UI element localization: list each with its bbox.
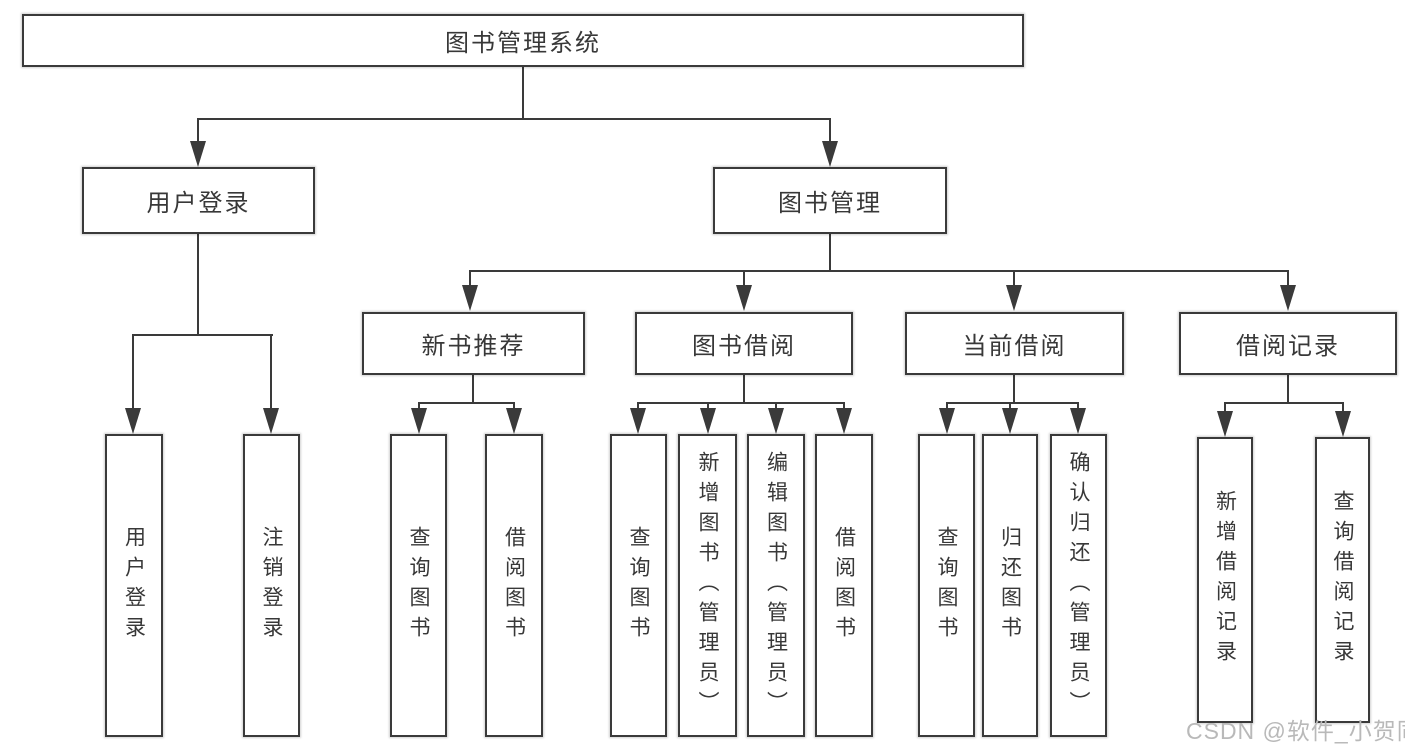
leaf-logout: 注销登录 [243,434,300,737]
connector-line [469,270,1289,272]
connector-line [829,118,831,146]
connector-line [418,402,515,404]
leaf-query-borrow-record: 查询借阅记录 [1315,437,1370,723]
node-label: 借阅记录 [1236,333,1340,360]
arrowhead-icon [822,141,838,167]
arrowhead-icon [1006,285,1022,311]
node-label: 新增借阅记录 [1213,490,1237,670]
leaf-confirm-return-admin: 确认归还（管理员） [1050,434,1107,737]
arrowhead-icon [630,408,646,434]
arrowhead-icon [506,408,522,434]
leaf-borrowing-query-books: 查询图书 [610,434,667,737]
node-borrow-records: 借阅记录 [1179,312,1397,375]
connector-line [1342,402,1344,414]
leaf-borrowing-borrow-books: 借阅图书 [815,434,873,737]
connector-line [1009,402,1011,411]
arrowhead-icon [1217,411,1233,437]
connector-line [513,402,515,411]
connector-line [1013,375,1015,404]
node-label: 当前借阅 [962,333,1067,360]
connector-line [829,234,831,272]
node-current-borrowing: 当前借阅 [905,312,1124,375]
node-label: 借阅图书 [502,525,526,646]
node-label: 查询图书 [627,525,650,646]
connector-line [1224,402,1226,414]
connector-line [1013,270,1015,288]
arrowhead-icon [939,408,955,434]
node-label: 新书推荐 [421,333,526,360]
node-label: 归还图书 [998,525,1022,646]
connector-line [197,118,199,146]
node-label: 图书管理 [778,190,882,217]
connector-line [1224,402,1344,404]
connector-line [132,334,273,336]
connector-line [197,118,831,120]
connector-line [775,402,777,411]
connector-line [522,67,524,120]
leaf-add-books-admin: 新增图书（管理员） [678,434,737,737]
node-user-login: 用户登录 [82,167,315,234]
connector-line [270,334,272,411]
connector-line [637,402,639,411]
arrowhead-icon [125,408,141,434]
connector-line [418,402,420,411]
node-label: 编辑图书（管理员） [764,450,788,721]
connector-line [469,270,471,288]
connector-line [843,402,845,411]
node-label: 确认归还（管理员） [1067,450,1090,721]
leaf-user-login: 用户登录 [105,434,163,737]
connector-line [1287,270,1289,288]
node-label: 图书管理系统 [445,30,601,57]
leaf-recommend-query-books: 查询图书 [390,434,447,737]
leaf-return-books: 归还图书 [982,434,1038,737]
node-label: 用户登录 [122,525,146,646]
node-label: 查询图书 [935,525,958,646]
arrowhead-icon [462,285,478,311]
node-book-borrowing: 图书借阅 [635,312,853,375]
node-book-management: 图书管理 [713,167,947,234]
arrowhead-icon [190,141,206,167]
node-new-book-recommend: 新书推荐 [362,312,585,375]
connector-line [472,375,474,404]
arrowhead-icon [1280,285,1296,311]
connector-line [743,270,745,288]
connector-line [132,334,134,411]
node-label: 用户登录 [146,190,251,217]
leaf-add-borrow-record: 新增借阅记录 [1197,437,1253,723]
node-root-library-system: 图书管理系统 [22,14,1024,67]
connector-line [1287,375,1289,404]
node-label: 新增图书（管理员） [696,450,719,721]
leaf-edit-books-admin: 编辑图书（管理员） [747,434,805,737]
arrowhead-icon [836,408,852,434]
node-label: 借阅图书 [832,525,856,646]
arrowhead-icon [700,408,716,434]
arrowhead-icon [1002,408,1018,434]
arrowhead-icon [1335,411,1351,437]
connector-line [707,402,709,411]
connector-line [637,402,845,404]
leaf-current-query-books: 查询图书 [918,434,975,737]
leaf-recommend-borrow-books: 借阅图书 [485,434,543,737]
node-label: 查询借阅记录 [1331,490,1354,670]
arrowhead-icon [768,408,784,434]
arrowhead-icon [411,408,427,434]
connector-line [946,402,948,411]
connector-line [197,233,199,336]
connector-line [1077,402,1079,411]
arrowhead-icon [1070,408,1086,434]
node-label: 图书借阅 [692,333,796,360]
csdn-watermark: CSDN @软件_小贺同学 [1186,718,1405,744]
node-label: 查询图书 [407,525,430,646]
arrowhead-icon [736,285,752,311]
node-label: 注销登录 [260,525,283,646]
connector-line [743,375,745,404]
connector-line [946,402,1079,404]
arrowhead-icon [263,408,279,434]
